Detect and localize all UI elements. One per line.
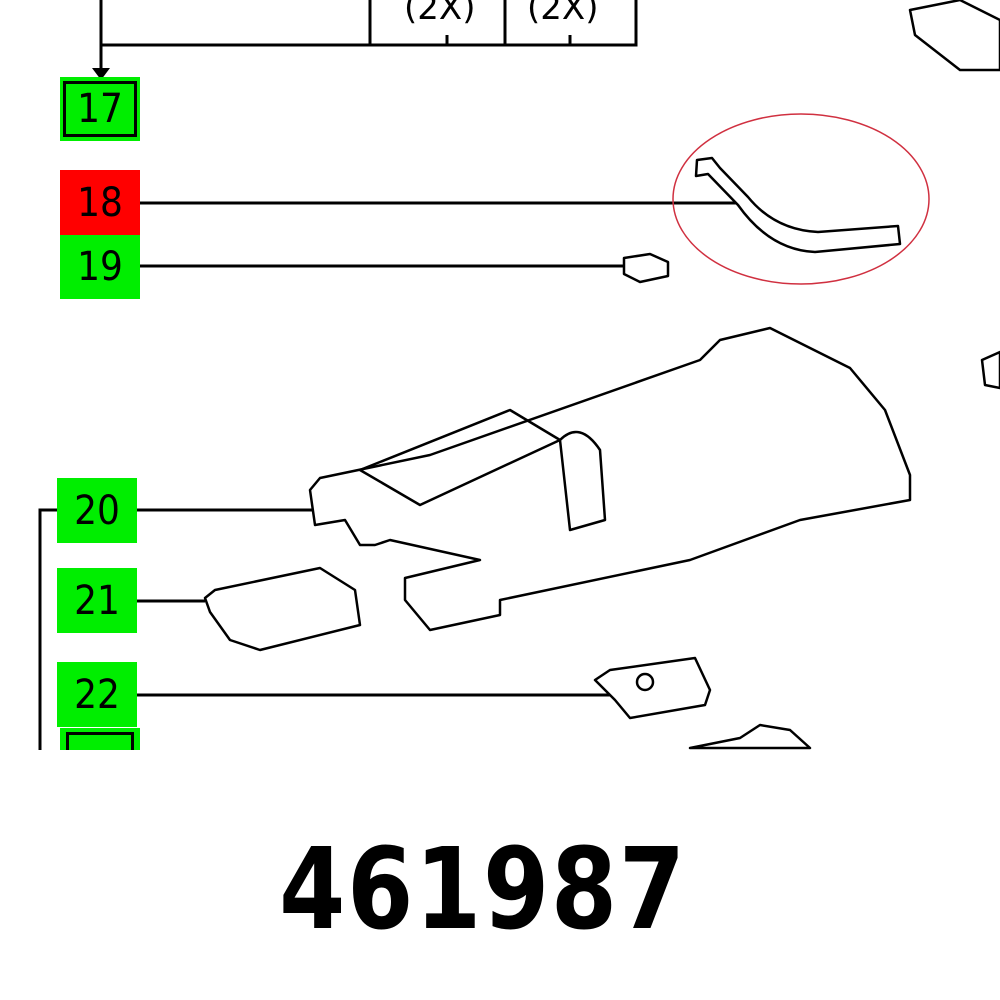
callout-number: 22 xyxy=(74,671,120,718)
arrow-head-icon xyxy=(92,68,110,80)
part-number: 461987 xyxy=(279,825,687,955)
bracket-dividers xyxy=(368,0,572,45)
part-22-clip xyxy=(593,656,712,720)
quantity-label: (2X) xyxy=(404,0,476,28)
part-bottom-partial xyxy=(688,723,812,750)
part-top-right xyxy=(908,0,1000,72)
selection-ellipse xyxy=(672,113,930,285)
callout-19[interactable]: 19 xyxy=(60,235,140,299)
callout-20[interactable]: 20 xyxy=(57,478,137,543)
part-19-nut xyxy=(622,252,670,284)
callout-number: 21 xyxy=(74,577,120,624)
part-20-housing xyxy=(308,326,912,632)
footer-area xyxy=(0,750,1000,1000)
callout-number: 17 xyxy=(63,81,137,137)
quantity-label: (2X) xyxy=(527,0,599,28)
callout-17[interactable]: 17 xyxy=(60,77,140,141)
part-20-details xyxy=(358,408,607,532)
callout-number: 20 xyxy=(74,487,120,534)
part-right-edge xyxy=(980,350,1000,390)
part-18-wire xyxy=(694,156,902,254)
part-22-hole xyxy=(635,672,655,692)
callout-18[interactable]: 18 xyxy=(60,170,140,235)
callout-number: 18 xyxy=(77,179,123,226)
callout-partial xyxy=(60,728,140,750)
callout-21[interactable]: 21 xyxy=(57,568,137,633)
leader-group-line xyxy=(38,508,57,750)
callout-22[interactable]: 22 xyxy=(57,662,137,727)
part-21-cover xyxy=(203,566,362,652)
callout-partial-box xyxy=(66,732,134,750)
callout-number: 19 xyxy=(77,244,123,290)
